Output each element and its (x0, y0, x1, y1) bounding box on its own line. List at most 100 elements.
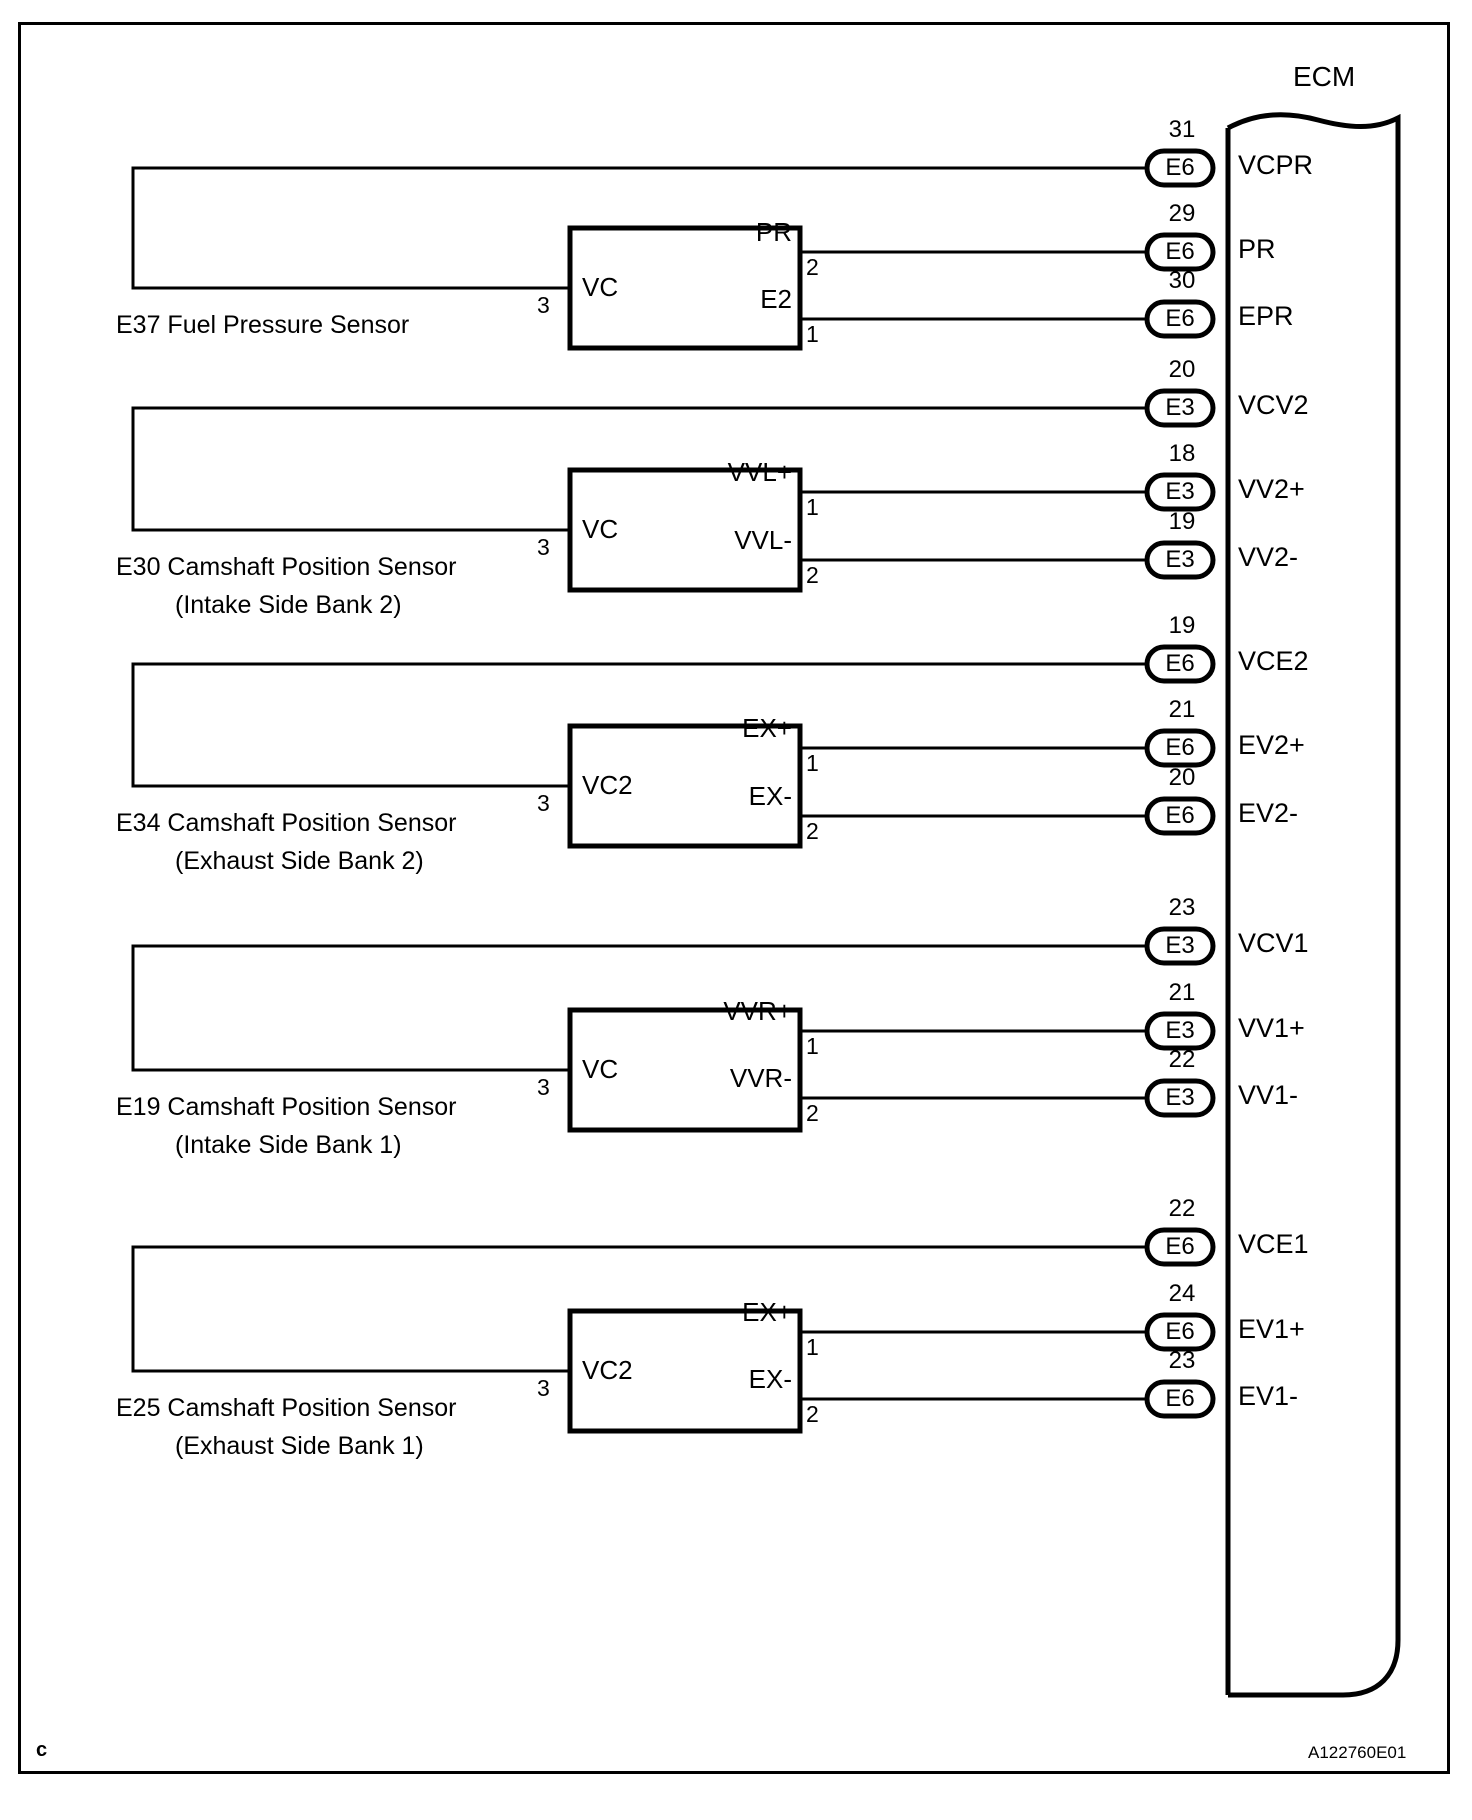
connector-pill[interactable] (1144, 299, 1216, 339)
connector-pill[interactable] (1144, 388, 1216, 428)
sensor-subtitle-E34: (Exhaust Side Bank 2) (175, 847, 424, 875)
ecm-signal-VV2-: VV2- (1238, 542, 1299, 572)
connector-E3-19[interactable] (1144, 540, 1216, 580)
ecm-outline (1225, 112, 1401, 1698)
supply-harness-E30 (131, 406, 1147, 532)
port-pin-number-E19-0: 1 (806, 1033, 819, 1059)
port-pin-number-E37-0: 2 (806, 254, 819, 280)
connector-E3-18[interactable] (1144, 472, 1216, 512)
ecm-signal-EV1+: EV1+ (1238, 1314, 1305, 1344)
connector-pin-E3-21: 21 (1168, 979, 1196, 1006)
connector-pin-E6-22: 22 (1168, 1195, 1196, 1222)
connector-E6-31[interactable] (1144, 148, 1216, 188)
connector-code-E6-22[interactable]: E6 (1165, 1233, 1195, 1260)
supply-pin-number-E34: 3 (537, 790, 550, 816)
connector-E6-21[interactable] (1144, 728, 1216, 768)
ecm-signal-VV1+: VV1+ (1238, 1013, 1305, 1043)
connector-E3-23[interactable] (1144, 926, 1216, 966)
port-pin-number-E30-1: 2 (806, 562, 819, 588)
connector-code-E6-19[interactable]: E6 (1165, 650, 1195, 677)
ecm-signal-EV1-: EV1- (1238, 1381, 1299, 1411)
connector-code-E6-21[interactable]: E6 (1165, 734, 1195, 761)
connector-E3-20[interactable] (1144, 388, 1216, 428)
port-pin-number-E25-1: 2 (806, 1401, 819, 1427)
connector-code-E6-30[interactable]: E6 (1165, 305, 1195, 332)
connector-pill[interactable] (1144, 472, 1216, 512)
connector-E3-22[interactable] (1144, 1078, 1216, 1118)
connector-pill[interactable] (1144, 644, 1216, 684)
connector-pin-E6-31: 31 (1168, 116, 1196, 143)
connector-pill[interactable] (1144, 1078, 1216, 1118)
connector-code-E3-22[interactable]: E3 (1165, 1084, 1195, 1111)
port-label-E37-1: E2 (760, 284, 792, 314)
supply-pin-number-E19: 3 (537, 1074, 550, 1100)
connector-pill[interactable] (1144, 926, 1216, 966)
supply-port-label-E30: VC (582, 514, 619, 544)
sensor-name-E25: E25 Camshaft Position Sensor (116, 1394, 457, 1422)
sensor-subtitle-E30: (Intake Side Bank 2) (175, 591, 402, 619)
ecm-signal-PR: PR (1238, 234, 1276, 264)
connector-code-E6-23[interactable]: E6 (1165, 1385, 1195, 1412)
connector-code-E3-21[interactable]: E3 (1165, 1017, 1195, 1044)
supply-pin-number-E25: 3 (537, 1375, 550, 1401)
connector-pill[interactable] (1144, 1011, 1216, 1051)
sensor-box-E30 (567, 467, 803, 593)
connector-E6-19[interactable] (1144, 644, 1216, 684)
ecm-title: ECM (1293, 61, 1356, 92)
sensor-name-E34: E34 Camshaft Position Sensor (116, 809, 457, 837)
connector-E6-22[interactable] (1144, 1227, 1216, 1267)
connector-E6-29[interactable] (1144, 232, 1216, 272)
ecm-signal-VCV2: VCV2 (1238, 390, 1309, 420)
sensor-name-E37: E37 Fuel Pressure Sensor (116, 311, 410, 339)
connector-layer (1144, 148, 1216, 1419)
connector-code-E3-19[interactable]: E3 (1165, 546, 1195, 573)
connector-pin-E3-22: 22 (1168, 1046, 1196, 1073)
connector-pill[interactable] (1144, 540, 1216, 580)
document-code: A122760E01 (1308, 1743, 1407, 1762)
connector-pin-E3-20: 20 (1168, 356, 1196, 383)
page-border (18, 22, 1450, 1774)
connector-code-E6-20[interactable]: E6 (1165, 802, 1195, 829)
connector-code-E3-18[interactable]: E3 (1165, 478, 1195, 505)
connector-pill[interactable] (1144, 148, 1216, 188)
sensor-subtitle-E19: (Intake Side Bank 1) (175, 1131, 402, 1159)
connector-code-E6-31[interactable]: E6 (1165, 154, 1195, 181)
wire-layer (131, 166, 1147, 1401)
connector-code-E3-20[interactable]: E3 (1165, 394, 1195, 421)
page-corner-mark: c (36, 1739, 48, 1761)
port-pin-number-E37-1: 1 (806, 321, 819, 347)
connector-pin-E6-19: 19 (1168, 612, 1196, 639)
connector-pill[interactable] (1144, 1312, 1216, 1352)
connector-pin-E6-21: 21 (1168, 696, 1196, 723)
connector-pill[interactable] (1144, 1227, 1216, 1267)
connector-code-E3-23[interactable]: E3 (1165, 932, 1195, 959)
sensor-box-layer (567, 225, 803, 1434)
connector-E6-20[interactable] (1144, 796, 1216, 836)
connector-E6-30[interactable] (1144, 299, 1216, 339)
port-pin-number-E34-0: 1 (806, 750, 819, 776)
connector-pin-E6-24: 24 (1168, 1280, 1196, 1307)
connector-pill[interactable] (1144, 796, 1216, 836)
sensor-box-E25 (567, 1308, 803, 1434)
connector-pin-E3-18: 18 (1168, 440, 1196, 467)
ecm-signal-VV1-: VV1- (1238, 1080, 1299, 1110)
connector-E6-23[interactable] (1144, 1379, 1216, 1419)
connector-E6-24[interactable] (1144, 1312, 1216, 1352)
supply-port-label-E19: VC (582, 1054, 619, 1084)
connector-pill[interactable] (1144, 728, 1216, 768)
supply-port-label-E25: VC2 (582, 1355, 633, 1385)
connector-E3-21[interactable] (1144, 1011, 1216, 1051)
connector-code-E6-29[interactable]: E6 (1165, 238, 1195, 265)
sensor-subtitle-E25: (Exhaust Side Bank 1) (175, 1432, 424, 1460)
port-label-E19-1: VVR- (729, 1063, 792, 1093)
port-label-E34-1: EX- (748, 781, 792, 811)
ecm-signal-EV2+: EV2+ (1238, 730, 1305, 760)
connector-code-E6-24[interactable]: E6 (1165, 1318, 1195, 1345)
ecm-signal-VV2+: VV2+ (1238, 474, 1305, 504)
supply-pin-number-E37: 3 (537, 292, 550, 318)
connector-pin-E3-23: 23 (1168, 894, 1196, 921)
connector-pill[interactable] (1144, 232, 1216, 272)
connector-pill[interactable] (1144, 1379, 1216, 1419)
port-label-E25-0: EX+ (742, 1297, 792, 1327)
